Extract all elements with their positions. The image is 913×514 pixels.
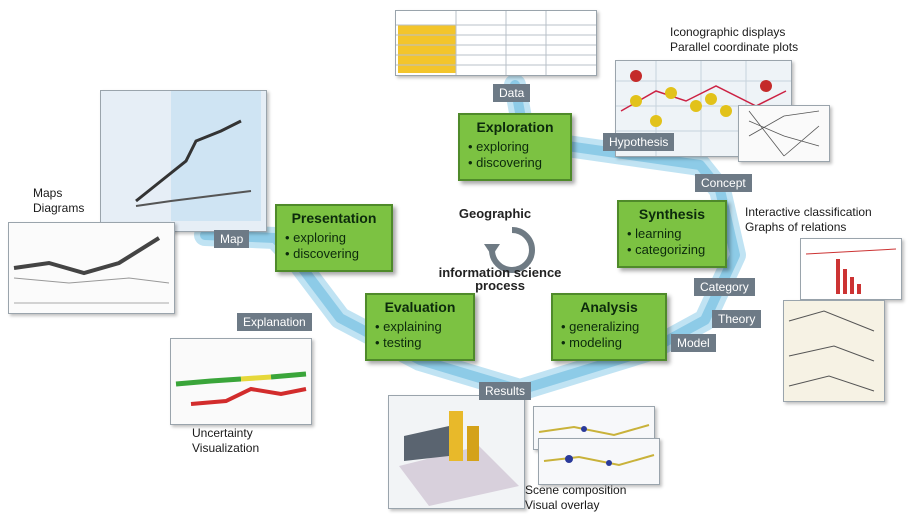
caption-uncertainty: Uncertainty	[192, 426, 253, 440]
uncertainty-thumbnail	[170, 338, 312, 425]
analysis-title: Analysis	[580, 299, 638, 315]
caption-visualization: Visualization	[192, 441, 260, 455]
analysis-box: Analysis generalizing modeling	[551, 293, 667, 361]
evaluation-title: Evaluation	[384, 299, 456, 315]
relations-graph-image	[788, 310, 875, 392]
synthesis-title: Synthesis	[638, 206, 706, 222]
evaluation-item: explaining	[375, 319, 465, 335]
caption-iconographic: Iconographic displays	[670, 25, 786, 39]
center-title-line1: Geographic	[458, 206, 532, 221]
3d-diagram-thumbnail	[100, 90, 267, 232]
caption-scene: Scene composition	[525, 483, 627, 497]
label-concept: Concept	[695, 174, 752, 192]
relations-thumbnail	[783, 300, 885, 402]
parallel-lines-image	[748, 110, 820, 157]
label-data: Data	[493, 84, 531, 102]
synthesis-item: categorizing	[627, 242, 717, 258]
center-title-line3: process	[475, 278, 525, 293]
space-time-cube-image	[135, 91, 261, 221]
bar-chart-image	[805, 248, 897, 294]
label-explanation: Explanation	[237, 313, 312, 331]
data-table-thumbnail	[395, 10, 597, 76]
analysis-item: generalizing	[561, 319, 657, 335]
caption-overlay: Visual overlay	[525, 498, 600, 512]
caption-graphs: Graphs of relations	[745, 220, 847, 234]
flow-map-image	[13, 236, 170, 304]
label-theory: Theory	[712, 310, 762, 328]
overlay-thumbnail-2	[538, 438, 660, 485]
caption-maps: Maps	[33, 186, 63, 200]
evaluation-box: Evaluation explaining testing	[365, 293, 475, 361]
exploration-title: Exploration	[476, 119, 554, 135]
presentation-item: exploring	[285, 230, 383, 246]
synthesis-item: learning	[627, 226, 717, 242]
classification-thumbnail	[800, 238, 902, 300]
label-hypothesis: Hypothesis	[603, 133, 675, 151]
presentation-box: Presentation exploring discovering	[275, 204, 393, 272]
synthesis-box: Synthesis learning categorizing	[617, 200, 727, 268]
scene-3d-thumbnail	[388, 395, 525, 509]
label-results: Results	[479, 382, 532, 400]
analysis-item: modeling	[561, 335, 657, 351]
exploration-item: discovering	[468, 155, 562, 171]
label-model: Model	[671, 334, 716, 352]
label-map: Map	[214, 230, 250, 248]
presentation-title: Presentation	[291, 210, 377, 226]
table-image-icon	[396, 11, 596, 75]
center-title-line2: information science	[438, 265, 562, 280]
flow-map-thumbnail	[8, 222, 175, 314]
evaluation-item: testing	[375, 335, 465, 351]
exploration-item: exploring	[468, 139, 562, 155]
caption-diagrams: Diagrams	[33, 201, 85, 215]
scene-composition-image	[399, 411, 519, 506]
presentation-item: discovering	[285, 246, 383, 262]
caption-interactive: Interactive classification	[745, 205, 872, 219]
cycle-arrow-icon	[489, 227, 535, 273]
uncertainty-roads-image	[175, 371, 307, 406]
label-category: Category	[694, 278, 755, 296]
exploration-box: Exploration exploring discovering	[458, 113, 572, 181]
parallel-coordinates-thumbnail	[738, 105, 830, 162]
caption-parallel: Parallel coordinate plots	[670, 40, 799, 54]
